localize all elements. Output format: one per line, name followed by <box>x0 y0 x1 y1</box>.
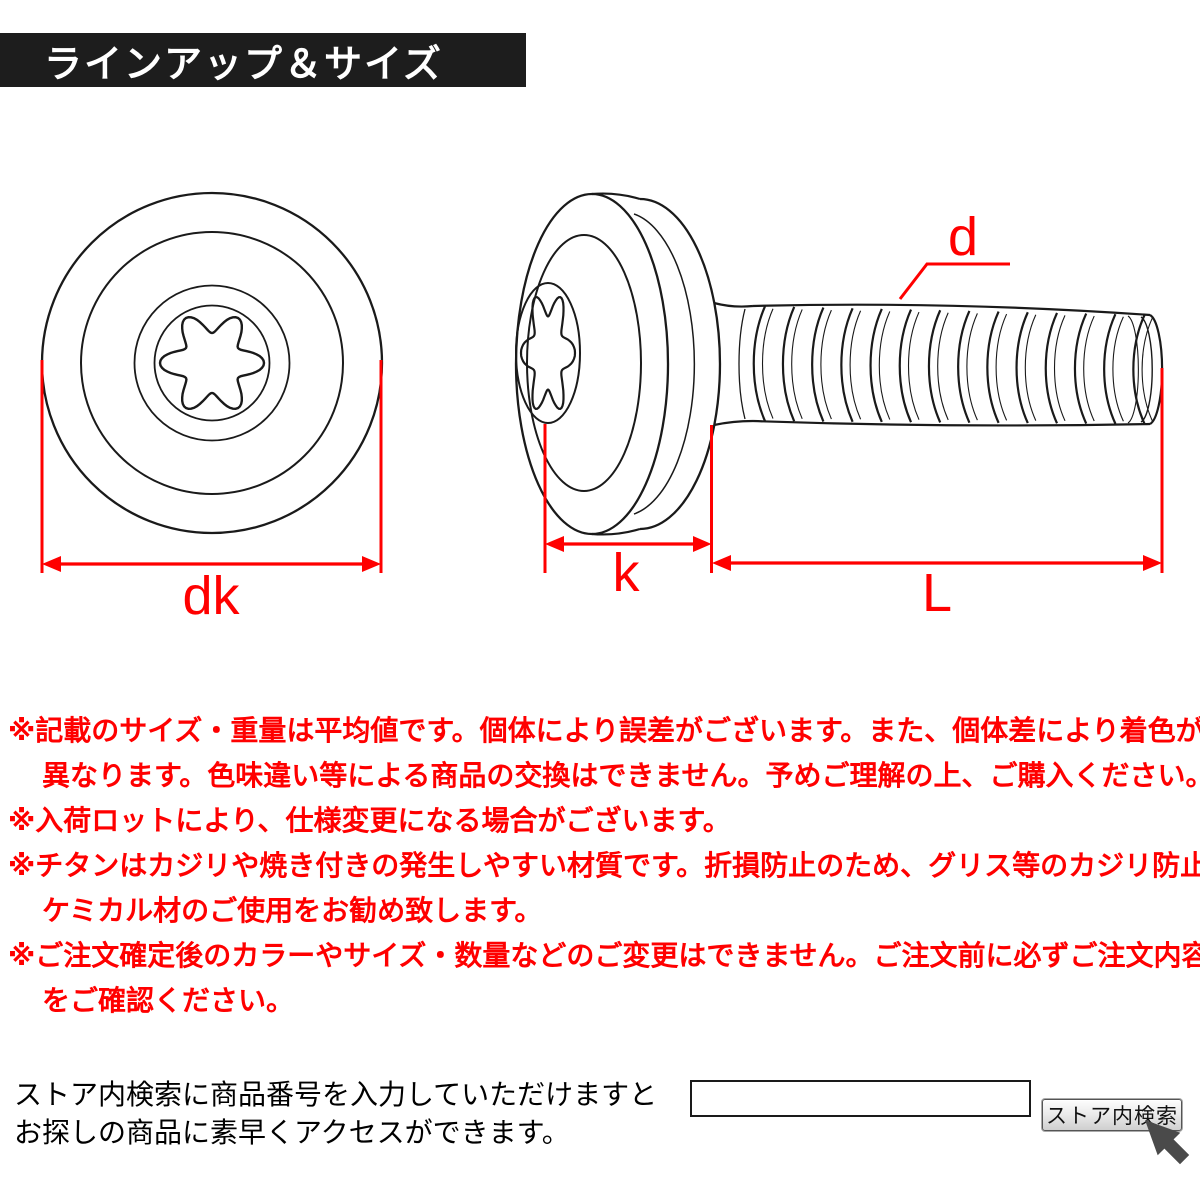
store-search-button-label: ストア内検索 <box>1046 1105 1178 1128</box>
front-flange-outer-circle <box>40 191 384 535</box>
page-title: ラインアップ＆サイズ <box>44 43 443 86</box>
note-line: ※入荷ロットにより、仕様変更になる場合がございます。 <box>8 805 731 836</box>
front-recess-ring-circle <box>153 304 271 422</box>
dim-label-k: k <box>612 543 640 603</box>
side-shaft-top-edge <box>752 303 1151 317</box>
torx-recess-front <box>158 315 266 411</box>
note-line: をご確認ください。 <box>42 985 295 1016</box>
note-line: 異なります。色味違い等による商品の交換はできません。予めご理解の上、ご購入くださ… <box>42 760 1200 791</box>
dimension-lines <box>40 262 1164 573</box>
front-flange-inner-circle <box>80 231 344 495</box>
side-shaft-end-inner-arc <box>1140 316 1153 423</box>
l-arrowhead-left <box>712 555 731 571</box>
side-head-top-edge <box>591 192 641 201</box>
k-arrowhead-left <box>545 536 564 552</box>
side-flange-edge-arc <box>639 197 722 531</box>
l-arrowhead-right <box>1143 555 1162 571</box>
notes-section: ※記載のサイズ・重量は平均値です。個体により誤差がございます。また、個体差により… <box>8 708 1200 1023</box>
side-head-inner-ellipse <box>526 234 642 492</box>
bolt-front-view <box>40 191 384 535</box>
search-input[interactable] <box>690 1080 1031 1117</box>
side-head-bottom-edge <box>591 527 641 536</box>
note-line: ケミカル材のご使用をお勧め致します。 <box>42 895 543 926</box>
dk-arrowhead-left <box>42 556 61 572</box>
side-neck-bottom-edge <box>713 419 754 427</box>
side-torx-ring-ellipse <box>515 282 581 424</box>
dim-label-dk: dk <box>182 566 240 626</box>
bolt-technical-drawing <box>40 191 1164 573</box>
note-line: ※記載のサイズ・重量は平均値です。個体により誤差がございます。また、個体差により… <box>8 715 1200 746</box>
store-search-button[interactable]: ストア内検索 <box>1042 1099 1182 1131</box>
cursor-arrow-icon <box>1145 1120 1190 1165</box>
side-flange-lip-arc <box>633 213 696 515</box>
note-line: ※ご注文確定後のカラーやサイズ・数量などのご変更はできません。ご注文前に必ずご注… <box>8 940 1200 971</box>
side-head-face-ellipse <box>514 192 670 536</box>
side-shaft-end-inner-arc2 <box>1127 315 1139 424</box>
thread-arcs <box>752 305 1154 425</box>
note-line: ※チタンはカジリや焼き付きの発生しやすい材質です。折損防止のため、グリス等のカジ… <box>8 850 1200 881</box>
d-leader-line <box>898 262 1010 300</box>
store-search-note-line1: ストア内検索に商品番号を入力していただけますと <box>14 1079 658 1110</box>
dim-label-d: d <box>947 207 979 267</box>
store-search-note-line2: お探しの商品に素早くアクセスができます。 <box>14 1117 570 1148</box>
dim-label-l: L <box>921 563 953 623</box>
bolt-side-view <box>514 192 1164 536</box>
torx-recess-side <box>519 295 577 411</box>
header-bar: ラインアップ＆サイズ <box>0 33 526 87</box>
store-search-note: ストア内検索に商品番号を入力していただけますと お探しの商品に素早くアクセスがで… <box>14 1076 657 1152</box>
k-arrowhead-right <box>693 536 712 552</box>
side-shaft-bottom-edge <box>752 419 1151 427</box>
side-neck-top-edge <box>713 301 754 308</box>
side-thread-runout-arc <box>738 308 746 420</box>
front-dome-circle <box>133 284 291 442</box>
dk-arrowhead-right <box>362 556 381 572</box>
